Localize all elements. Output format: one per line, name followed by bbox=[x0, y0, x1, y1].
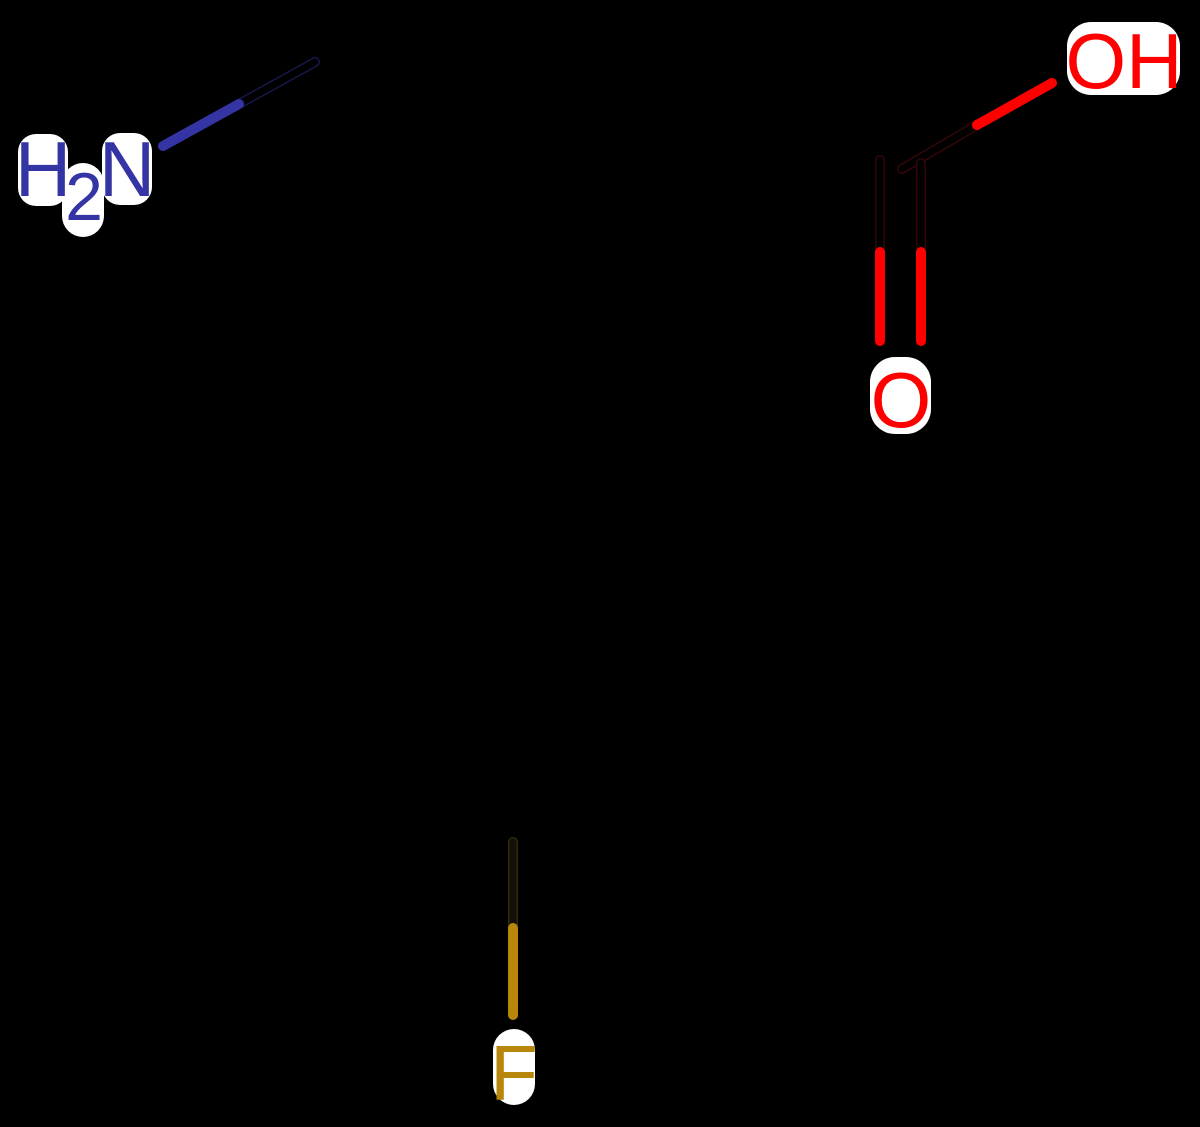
bond-c-oh-red-half bbox=[972, 78, 1057, 130]
halo-o bbox=[870, 357, 931, 434]
label-carbonyl-o: O bbox=[871, 356, 932, 444]
halo-f bbox=[493, 1029, 535, 1105]
halo-oh bbox=[1067, 22, 1180, 95]
label-amine-n: N bbox=[99, 125, 155, 213]
label-halos bbox=[18, 22, 1180, 1105]
bond-n-ch2-blue-half bbox=[158, 99, 244, 151]
bond-n-ch2 bbox=[158, 57, 320, 151]
atom-labels: H 2 N OH O F bbox=[15, 17, 1183, 1117]
halo-h bbox=[18, 134, 68, 206]
label-amine-subscript-2: 2 bbox=[65, 159, 103, 235]
bond-c-o-double bbox=[875, 155, 926, 346]
label-amine-h: H bbox=[15, 125, 71, 213]
label-fluorine-f: F bbox=[490, 1029, 538, 1117]
bond-c-oh-dark-core bbox=[898, 121, 981, 173]
aromatic-inner-bond-1 bbox=[508, 434, 667, 530]
halo-sub2 bbox=[62, 163, 104, 237]
halo-n bbox=[102, 133, 152, 205]
bond-c-oh bbox=[897, 78, 1057, 174]
aromatic-inner-bond-2 bbox=[508, 691, 667, 787]
bond-n-ch2-dark-core bbox=[235, 58, 319, 108]
chain-bonds bbox=[310, 55, 910, 170]
label-hydroxyl-oh: OH bbox=[1066, 17, 1183, 105]
